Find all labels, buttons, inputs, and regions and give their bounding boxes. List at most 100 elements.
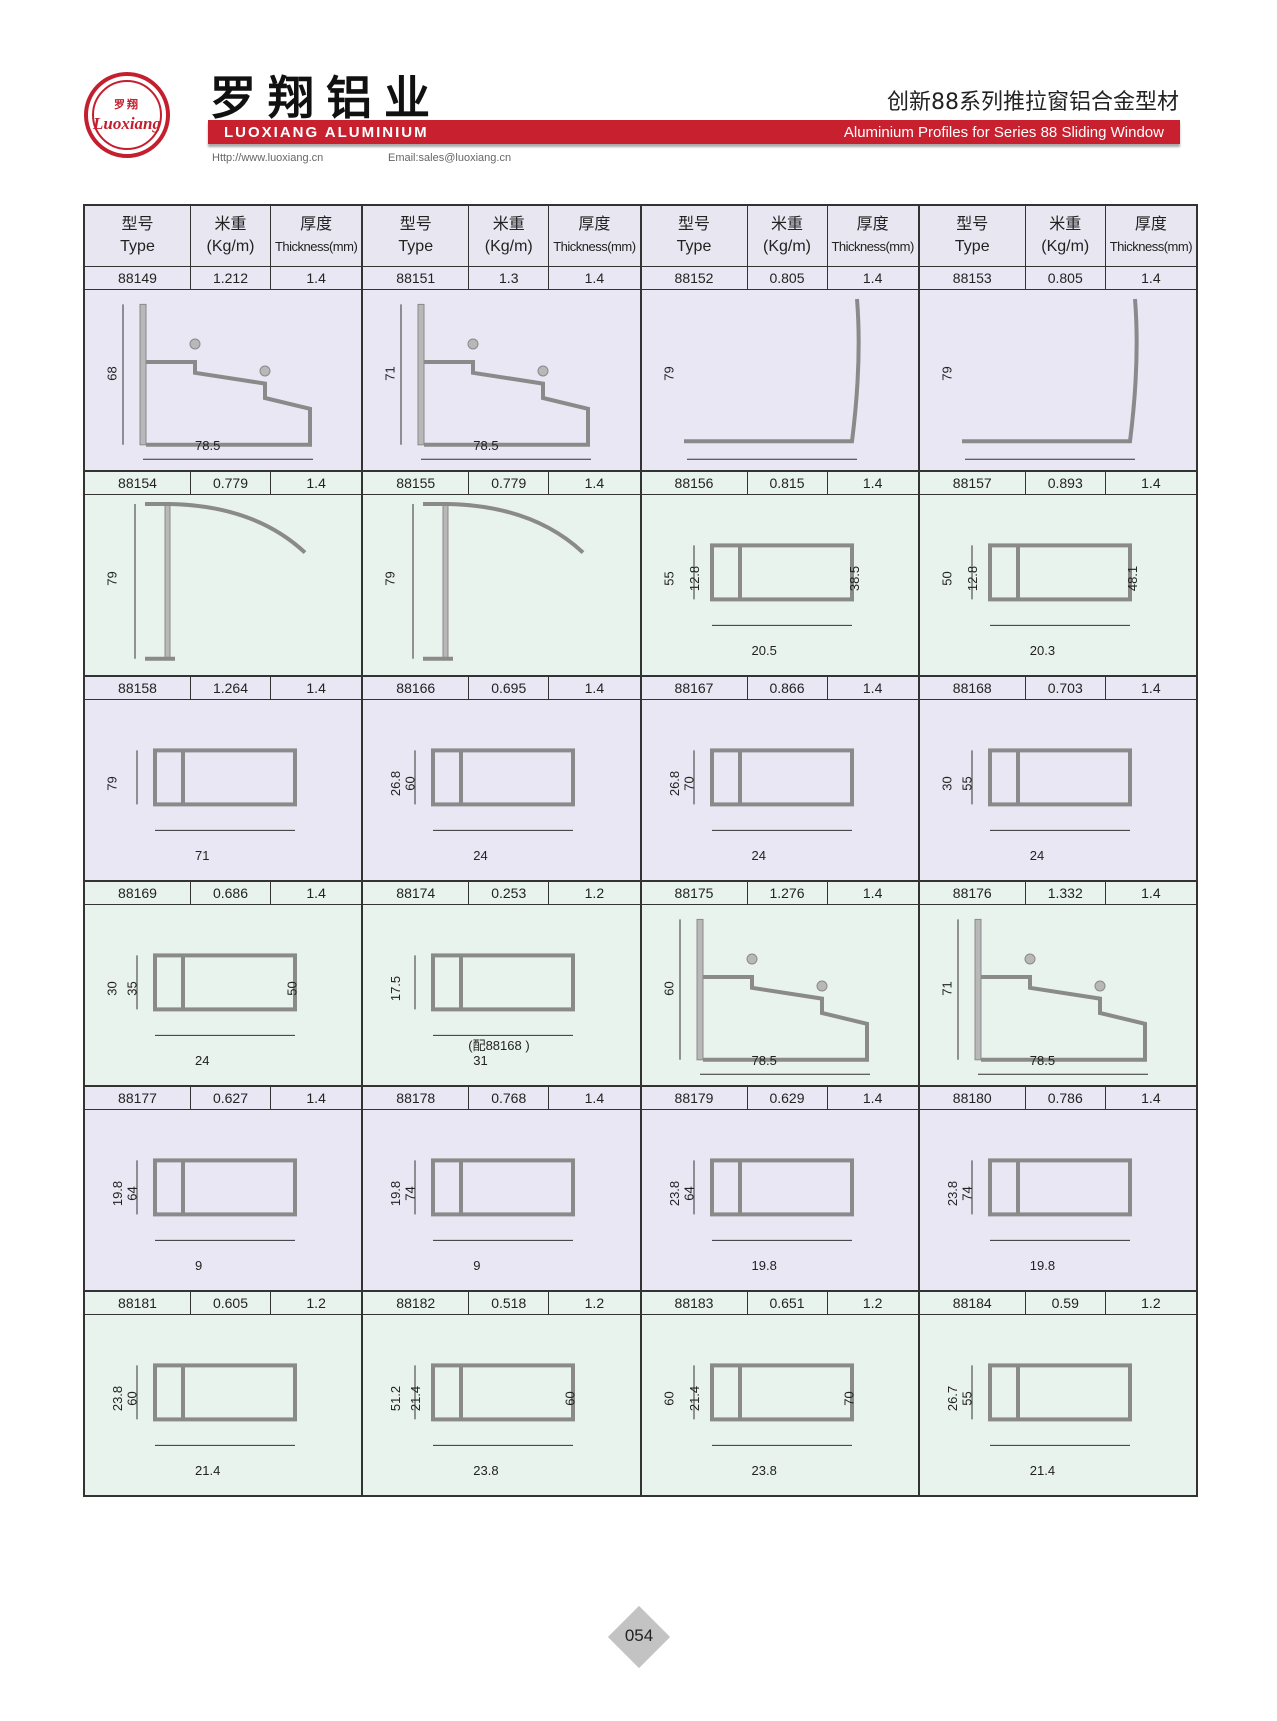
- dimension-label: 60: [661, 980, 677, 996]
- profile-note: (配88168 ): [468, 1037, 530, 1053]
- profile-88154: 79: [85, 495, 364, 675]
- email-link[interactable]: Email:sales@luoxiang.cn: [388, 152, 512, 164]
- col-thick-cn: 厚度: [1134, 216, 1167, 233]
- dimension-label: 24: [195, 1052, 210, 1068]
- dimension-label: 20.5: [751, 642, 777, 658]
- weight-cell: 0.815: [748, 472, 828, 494]
- dimension-label: 31: [473, 1052, 488, 1068]
- page-title-cn: 创新88系列推拉窗铝合金型材: [887, 90, 1179, 115]
- weight-cell: 0.703: [1026, 677, 1106, 699]
- profile-drawing: [693, 543, 854, 626]
- type-cell: 88176: [920, 882, 1026, 904]
- type-cell: 88155: [363, 472, 470, 494]
- dimension-label: 23.8: [666, 1180, 682, 1206]
- type-cell: 88154: [85, 472, 191, 494]
- type-cell: 88153: [920, 267, 1026, 289]
- weight-cell: 1.212: [191, 267, 271, 289]
- dimension-label: 19.8: [388, 1180, 404, 1206]
- dimension-label: 24: [473, 847, 488, 863]
- profile-88153: 79: [920, 290, 1196, 470]
- profile-drawing: [957, 918, 1148, 1075]
- type-cell: 88179: [642, 1087, 748, 1109]
- type-cell: 88175: [642, 882, 748, 904]
- dimension-label: 23.8: [751, 1462, 777, 1478]
- thickness-cell: 1.4: [584, 475, 605, 491]
- dimension-label: 79: [382, 570, 398, 586]
- weight-cell: 0.253: [469, 882, 550, 904]
- page-title-en: Aluminium Profiles for Series 88 Sliding…: [843, 124, 1164, 141]
- col-weight-en: (Kg/m): [484, 238, 533, 255]
- dimension-label: 12.8: [686, 565, 702, 591]
- weight-cell: 0.866: [748, 677, 828, 699]
- profile-drawing: [961, 298, 1139, 460]
- thickness-cell: 1.4: [584, 270, 605, 286]
- spec-row: 88149 1.212 1.4 88151 1.3 1.4 88152 0.80…: [85, 267, 1196, 290]
- type-cell: 88177: [85, 1087, 191, 1109]
- dimension-label: 78.5: [195, 437, 221, 453]
- type-cell: 88169: [85, 882, 191, 904]
- col-type-en: Type: [676, 238, 712, 255]
- dimension-label: 21.4: [408, 1385, 424, 1411]
- dimension-label: 71: [382, 365, 398, 381]
- page-number: 054: [624, 1626, 654, 1645]
- dimension-label: 78.5: [1029, 1052, 1056, 1068]
- weight-cell: 0.805: [748, 267, 828, 289]
- spec-row: 88177 0.627 1.4 88178 0.768 1.4 88179 0.…: [85, 1087, 1196, 1110]
- weight-cell: 1.332: [1026, 882, 1106, 904]
- weight-cell: 0.686: [191, 882, 271, 904]
- thickness-cell: 1.4: [306, 680, 326, 696]
- thickness-cell: 1.4: [862, 1090, 883, 1106]
- col-thick-cn: 厚度: [856, 216, 889, 233]
- profile-88175: 60 78.5: [642, 905, 920, 1085]
- thickness-cell: 1.4: [306, 885, 326, 901]
- profile-drawing: [400, 303, 592, 460]
- weight-cell: 0.627: [191, 1087, 271, 1109]
- weight-cell: 0.518: [469, 1292, 550, 1314]
- col-weight-cn: 米重: [492, 216, 525, 233]
- spec-row: 88169 0.686 1.4 88174 0.253 1.2 88175 1.…: [85, 882, 1196, 905]
- spec-row: 88181 0.605 1.2 88182 0.518 1.2 88183 0.…: [85, 1292, 1196, 1315]
- dimension-label: 79: [104, 775, 120, 791]
- dimension-label: 19.8: [1029, 1257, 1056, 1273]
- header-bar: LUOXIANG ALUMINIUM Aluminium Profiles fo…: [208, 120, 1180, 144]
- dimension-label: 70: [681, 775, 697, 791]
- weight-cell: 0.779: [469, 472, 550, 494]
- dimension-label: 35: [124, 980, 140, 996]
- profile-88152: 79: [642, 290, 920, 470]
- thickness-cell: 1.4: [862, 270, 883, 286]
- thickness-cell: 1.4: [1141, 270, 1161, 286]
- profile-drawing: [971, 1363, 1132, 1446]
- dimension-label: 9: [473, 1257, 481, 1273]
- thickness-cell: 1.4: [1141, 475, 1161, 491]
- thickness-cell: 1.4: [1141, 1090, 1161, 1106]
- dimension-label: 30: [104, 980, 120, 996]
- thickness-cell: 1.4: [584, 680, 605, 696]
- dimension-label: 19.8: [110, 1180, 126, 1206]
- weight-cell: 1.3: [469, 267, 550, 289]
- website-link[interactable]: Http://www.luoxiang.cn: [212, 152, 324, 164]
- logo-en: Luoxiang: [92, 114, 162, 133]
- weight-cell: 0.805: [1026, 267, 1106, 289]
- col-thick-en: Thickness(mm): [1109, 239, 1193, 254]
- dimension-label: 71: [939, 980, 955, 996]
- dimension-label: 78.5: [751, 1052, 777, 1068]
- dimension-label: 30: [939, 775, 955, 791]
- col-type-cn: 型号: [399, 216, 432, 233]
- profile-drawing: [679, 918, 870, 1075]
- profile-drawing: [136, 748, 297, 831]
- profile-drawing: [134, 502, 307, 661]
